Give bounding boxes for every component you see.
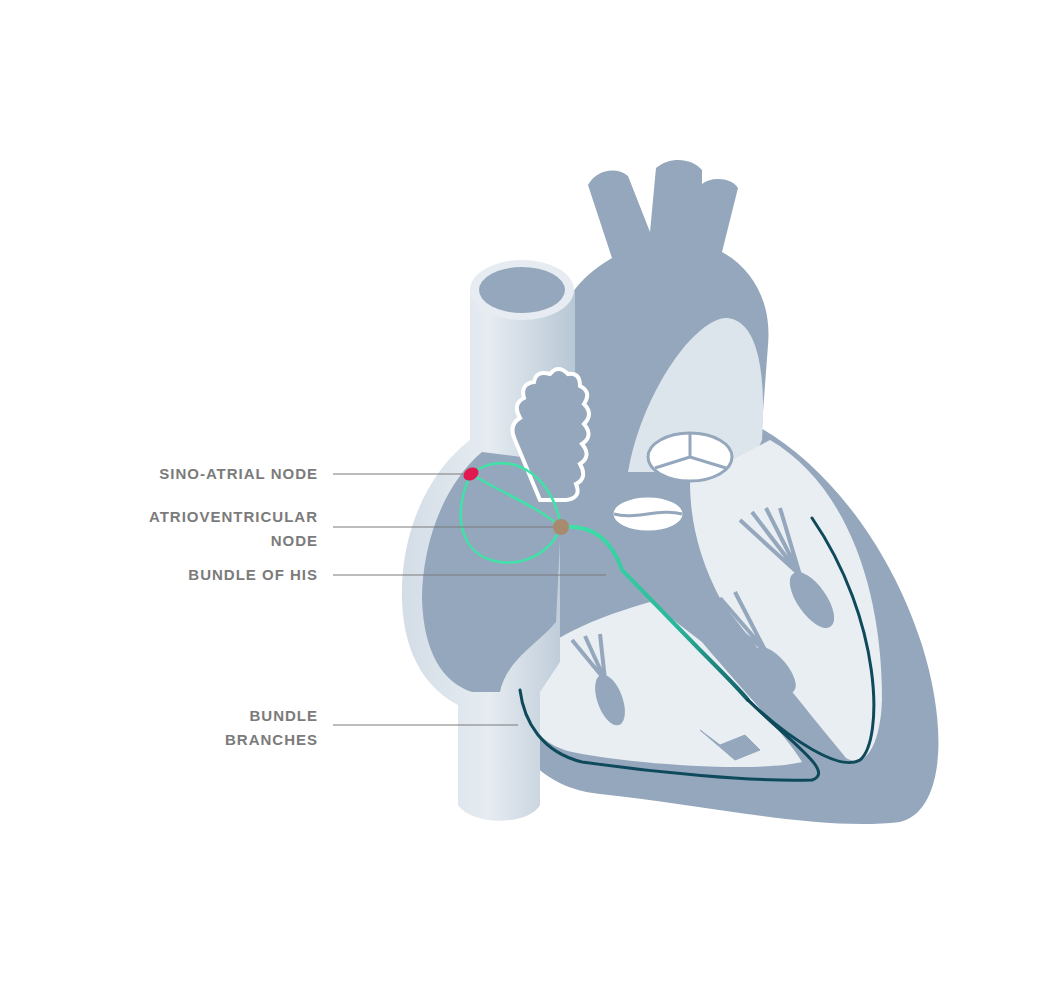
part-label: BUNDLE BRANCHES xyxy=(198,704,318,752)
papillary-muscles xyxy=(572,508,842,760)
av-node xyxy=(553,519,569,535)
right-ventricle xyxy=(519,602,802,767)
heart-valves xyxy=(612,433,732,532)
vena-cava-opening xyxy=(470,260,574,320)
atrial-appendage xyxy=(512,369,589,500)
leader-lines xyxy=(333,474,606,725)
sa-node xyxy=(461,465,481,483)
part-label: BUNDLE OF HIS xyxy=(98,563,318,587)
conduction-paths xyxy=(461,463,874,780)
vena-cava xyxy=(402,290,575,821)
vena-cava-lumen xyxy=(479,267,565,313)
part-label: SINO-ATRIAL NODE xyxy=(98,462,318,486)
part-label: ATRIOVENTRICULAR NODE xyxy=(118,505,318,553)
